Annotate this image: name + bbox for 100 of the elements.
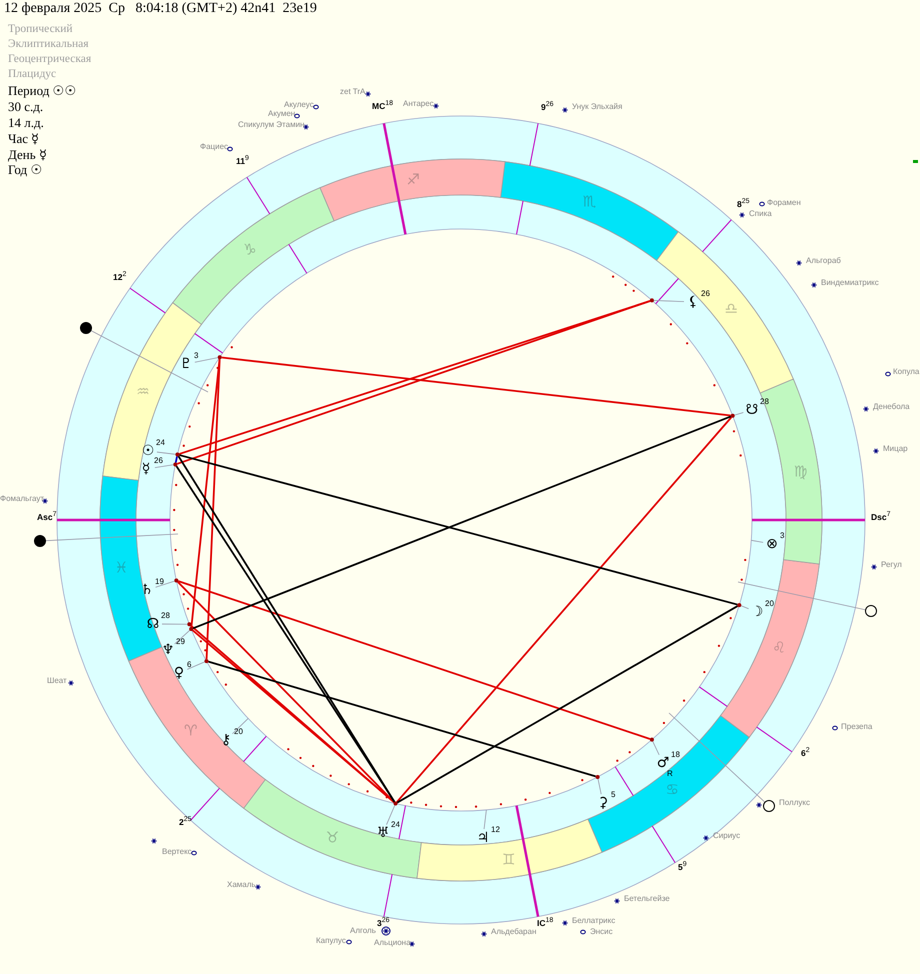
- leader-line: [654, 300, 684, 302]
- star-name: Поллукс: [779, 799, 810, 807]
- chart-setting-text: 30 с.д.: [8, 100, 44, 113]
- leader-line: [386, 804, 396, 826]
- degree-label: 28: [161, 612, 170, 620]
- leader-line: [154, 464, 174, 468]
- chart-setting-text: Тропический: [8, 24, 73, 36]
- aspect-line: [174, 456, 178, 463]
- house-cusp-label: Asc$^{7}$: [37, 511, 56, 522]
- leader-line: [598, 778, 602, 795]
- planet-symbol: ☉: [140, 442, 154, 459]
- star-name: Алголь: [350, 927, 376, 935]
- planet-symbol: ⊗: [765, 535, 779, 553]
- star-name: Шеат: [47, 677, 67, 685]
- chart-setting-text: Период ☉☉: [8, 84, 77, 97]
- planet-symbol: ♃: [476, 829, 490, 847]
- leader-line: [750, 540, 764, 543]
- planet-symbol: ♅: [376, 824, 390, 842]
- star-name: Презепа: [841, 723, 872, 731]
- star-name: Фомальгаут: [0, 495, 44, 503]
- degree-label: 26: [154, 457, 163, 465]
- leader-line: [156, 452, 176, 455]
- star-name: Бетельгейзе: [624, 895, 670, 903]
- star-name: Регул: [881, 561, 902, 569]
- aspect-line: [179, 454, 738, 606]
- degree-label: 6: [187, 661, 192, 669]
- aspect-point: [175, 452, 180, 457]
- aspect-point: [737, 603, 742, 608]
- chart-setting-text: Час ☿: [8, 132, 40, 145]
- planet-symbol: ☿: [140, 460, 152, 478]
- leader-line: [652, 741, 660, 756]
- leader-line: [186, 661, 206, 670]
- star-name: Антарес: [403, 100, 434, 108]
- planet-symbol: ☋: [744, 401, 760, 419]
- star-name: Энсис: [590, 928, 613, 936]
- star-name: zet TrA: [340, 88, 366, 96]
- planet-symbol: ♄: [140, 581, 154, 599]
- aspect-point: [650, 298, 654, 302]
- star-name: Унук Эльхайя: [572, 103, 622, 111]
- aspect-point: [394, 802, 398, 806]
- degree-label: 12: [491, 826, 500, 834]
- leader-line: [174, 630, 190, 644]
- star-name: Мицар: [883, 445, 908, 453]
- star-name: Фациес: [200, 143, 228, 151]
- star-name: Акулеус: [284, 101, 314, 109]
- planet-symbol: ⚳: [596, 794, 610, 812]
- chart-title: 12 февраля 2025 Ср 8:04:18 (GMT+2) 42n41 23e19: [4, 2, 317, 16]
- house-cusp-label: 11$^{9}$: [236, 155, 249, 166]
- chart-setting-text: Год ☉: [8, 163, 42, 176]
- house-cusp-label: MC$^{18}$: [372, 100, 394, 110]
- house-cusp-label: 9$^{26}$: [541, 101, 554, 112]
- aspect-point: [596, 774, 600, 779]
- zodiac-sign-symbol: ♎: [724, 301, 738, 316]
- leader-line: [46, 534, 178, 542]
- aspect-line: [222, 356, 731, 416]
- zodiac-sign-symbol: ♏: [582, 194, 596, 210]
- degree-label: 24: [391, 821, 400, 829]
- star-name: Денебола: [873, 403, 910, 411]
- star-name: Спика: [749, 210, 772, 218]
- house-cusp-label: 6$^{2}$: [801, 747, 810, 758]
- aspect-line: [206, 359, 221, 660]
- degree-label: 3: [194, 352, 198, 360]
- aspect-line: [396, 416, 732, 803]
- degree-label: 20: [765, 600, 774, 608]
- house-cusp-label: 5$^{9}$: [678, 861, 687, 872]
- degree-label: 20: [234, 728, 243, 736]
- house-cusp-label: 8$^{25}$: [737, 198, 750, 208]
- star-name: Форамен: [767, 199, 801, 207]
- leader-line: [155, 580, 175, 588]
- leader-line: [232, 718, 249, 734]
- axis-point-marker: [763, 800, 775, 812]
- zodiac-sign-symbol: ♋: [665, 782, 679, 798]
- aspect-point: [650, 738, 654, 742]
- leader-line: [734, 412, 744, 416]
- planet-symbol: ☽: [750, 603, 764, 621]
- leader-line: [484, 810, 487, 830]
- aspect-point: [187, 622, 192, 626]
- axis-point-marker: [865, 605, 877, 617]
- star-name: Хамаль: [227, 881, 256, 889]
- aspect-line: [190, 359, 220, 628]
- aspect-line: [192, 416, 732, 630]
- chart-setting-text: 14 л.д.: [8, 116, 44, 129]
- zodiac-sign-symbol: ♉: [326, 830, 340, 846]
- planet-symbol: ♇: [178, 355, 194, 373]
- house-cusp-label: Dsc$^{7}$: [871, 511, 890, 522]
- zodiac-sign-symbol: ♑: [243, 242, 257, 258]
- leader-line: [738, 582, 866, 610]
- leader-line: [740, 605, 750, 610]
- zodiac-sign-symbol: ♐: [406, 172, 420, 188]
- planet-symbol: ♀: [172, 664, 186, 682]
- planet-symbol: ⚸: [686, 293, 700, 311]
- star-name: Капулус: [316, 937, 346, 945]
- degree-label: 28: [760, 398, 769, 406]
- house-cusp-label: 3$^{26}$: [377, 917, 390, 928]
- star-name: Альциона: [374, 939, 411, 947]
- star-name: Вертекс: [162, 848, 192, 856]
- planet-symbol: ♆: [160, 641, 176, 659]
- leader-line: [90, 330, 208, 392]
- chart-setting-text: Эклиптикальная: [8, 39, 89, 50]
- house-cusp-label: 12$^{2}$: [113, 271, 126, 282]
